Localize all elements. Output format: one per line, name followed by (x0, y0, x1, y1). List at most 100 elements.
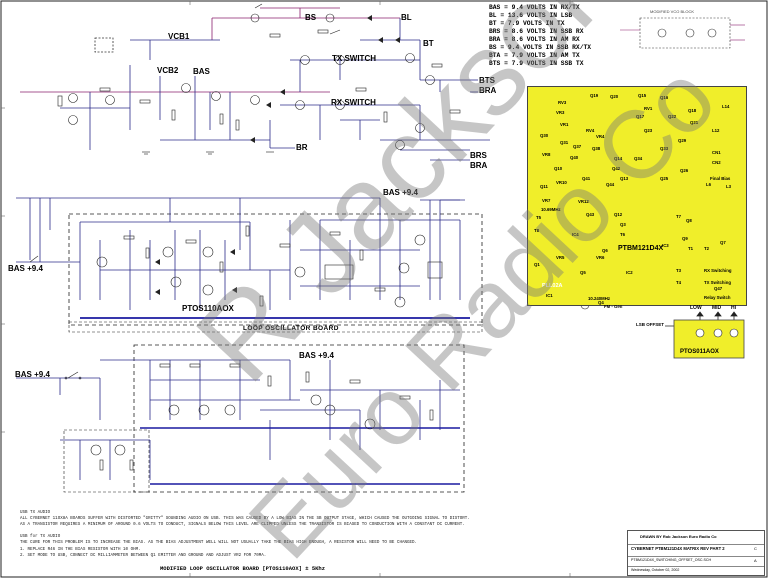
note-line: 2. SET MODE TO USB, CONNECT DC MILLIAMME… (20, 553, 267, 558)
pcb-label: T3 (676, 268, 682, 273)
pcb-label: IC1 (546, 293, 553, 298)
lower-osc-traces (16, 359, 460, 480)
mini-module-title: MODIFIED VCO BLOCK (650, 9, 695, 14)
net-rx-switch: RX SWITCH (331, 98, 376, 107)
pcb-label: T6 (620, 232, 626, 237)
loop-osc-traces (16, 197, 465, 310)
pcb-rx-switching: RX Switching (704, 268, 732, 273)
net-bs: BS (305, 13, 317, 22)
pcb-label: T1 (688, 246, 694, 251)
pcb-label: IC3 (662, 243, 669, 248)
loop-osc-components (96, 225, 443, 308)
pcb-board-name: PTBM121D4X (618, 245, 664, 252)
pcb-label: L12 (712, 128, 720, 133)
pcb-label: VR1 (560, 122, 569, 127)
pcb-relay-switch: Relay Switch (704, 295, 731, 300)
pcb-label: T2 (704, 246, 710, 251)
legend-line: BAS = 9.4 VOLTS IN RX/TX (489, 4, 580, 11)
pcb-label: Q7 (720, 240, 726, 245)
net-bt: BT (423, 39, 434, 48)
pcb-label: IC2 (626, 270, 633, 275)
pcb-label: Q21 (690, 120, 699, 125)
pcb-label: CN2 (712, 160, 721, 165)
pcb-label: VR5 (556, 255, 565, 260)
net-bl: BL (401, 13, 412, 22)
net-bra-top: BRA (479, 86, 497, 95)
pcb-label: Q29 (678, 138, 687, 143)
title-date: Wednesday, October 02, 2002 (631, 568, 680, 572)
net-bts: BTS (479, 76, 495, 85)
pcb-fm-gen: FM - Gen (604, 304, 623, 309)
pcb-label: Q5 (580, 270, 586, 275)
pcb-label: Q17 (636, 114, 645, 119)
legend-line: BRA = 8.6 VOLTS IN AM RX (489, 36, 580, 43)
mini-vco-module (620, 17, 745, 49)
module-box (673, 319, 745, 359)
pcb-label: Q16 (660, 95, 669, 100)
pcb-label: Q12 (614, 212, 623, 217)
pcb-label: Q11 (540, 184, 548, 189)
offset-low-label: LOW (690, 305, 702, 311)
pcb-label: RV3 (558, 100, 567, 105)
pcb-label: Q44 (606, 182, 615, 187)
pcb-label: Q33 (660, 146, 669, 151)
title-main: CYBERNET PTBM121D4X MATRIX REV PART 2 (631, 546, 725, 551)
net-bas: BAS (193, 67, 210, 76)
switches (29, 3, 341, 380)
loop-board-title: LOOP OSCILLATOR BOARD (243, 325, 339, 332)
net-bas-94-d: BAS +9.4 (15, 370, 50, 379)
note-line: AS A TRANSISTOR REQUIRES A MINIMUM OF AR… (20, 523, 465, 528)
pcb-freq1: 10.69MHz (541, 207, 561, 212)
notes-block: USB TX AUDIO ALL CYBERNET 11OX8A BOARDS … (20, 510, 470, 559)
legend-line: BRS = 8.6 VOLTS IN SSB RX (489, 28, 584, 35)
pcb-label: VR7 (542, 198, 551, 203)
pcb-label: Q4 (598, 300, 604, 305)
loop-osc-diodes (155, 249, 237, 295)
pcb-tx-switching: TX Switching (704, 280, 731, 285)
pcb-label: T8 (534, 228, 540, 233)
lsb-offset-label: LSB OFFSET (636, 322, 664, 327)
pcb-label: Q13 (620, 176, 629, 181)
loop-module-name: PTOS110AOX (182, 304, 234, 313)
legend-line: BT = 7.9 VOLTS IN TX (489, 20, 565, 27)
pcb-label: Q41 (582, 176, 591, 181)
switching-section (20, 7, 490, 161)
pcb-label: Q19 (590, 93, 599, 98)
note-line: THE CURE FOR THIS PROBLEM IS TO INCREASE… (20, 541, 418, 546)
pcb-label: Q14 (614, 156, 623, 161)
pcb-label: T4 (676, 280, 682, 285)
legend-line: BTS = 7.9 VOLTS IN SSB TX (489, 60, 584, 67)
pcb-label: Q6 (602, 248, 608, 253)
pcb-freq2: 10.240MHz (588, 296, 610, 301)
pcb-label: Q10 (554, 166, 563, 171)
title-drawn-by: DRAWN BY Rob Jackson Euro Radio Co (640, 534, 717, 539)
pcb-label: Q8 (686, 218, 692, 223)
switching-transistors (68, 13, 435, 150)
net-bas-94-b: BAS +9.4 (8, 264, 43, 273)
pcb-label: VR6 (596, 255, 605, 260)
pcb-label: RV1 (644, 106, 653, 111)
pcb-label: L3 (726, 184, 732, 189)
pcb-label: Q38 (592, 146, 601, 151)
pcb-label: IC4 (572, 232, 579, 237)
title-file: PTBM121D4X_SWITCHING_OFFSET_OSC.SCH (631, 558, 712, 562)
pcb-label: Q42 (612, 166, 621, 171)
pcb-label: Q47 (714, 286, 723, 291)
lower-osc-components (90, 363, 434, 471)
title-size: C (754, 546, 757, 551)
pcb-label: Q15 (638, 93, 647, 98)
pcb-label: VR4 (596, 134, 605, 139)
pcb-label: Q23 (644, 128, 653, 133)
net-bas-94-c: BAS +9.4 (299, 351, 334, 360)
pcb-label: Q20 (610, 94, 619, 99)
pcb-label: L6 (706, 182, 712, 187)
note-line: ALL CYBERNET 11OX8A BOARDS SUFFER WITH D… (20, 517, 470, 522)
pcb-final-bias: Final Bias (710, 176, 731, 181)
title-rev: A (754, 558, 757, 563)
pcb-label: VR3 (556, 110, 565, 115)
pcb-label: T7 (676, 214, 682, 219)
net-bra-mid: BRA (470, 161, 488, 170)
pcb-label: L14 (722, 104, 730, 109)
pcb-label: Q30 (540, 133, 549, 138)
net-tx-switch: TX SWITCH (332, 54, 376, 63)
